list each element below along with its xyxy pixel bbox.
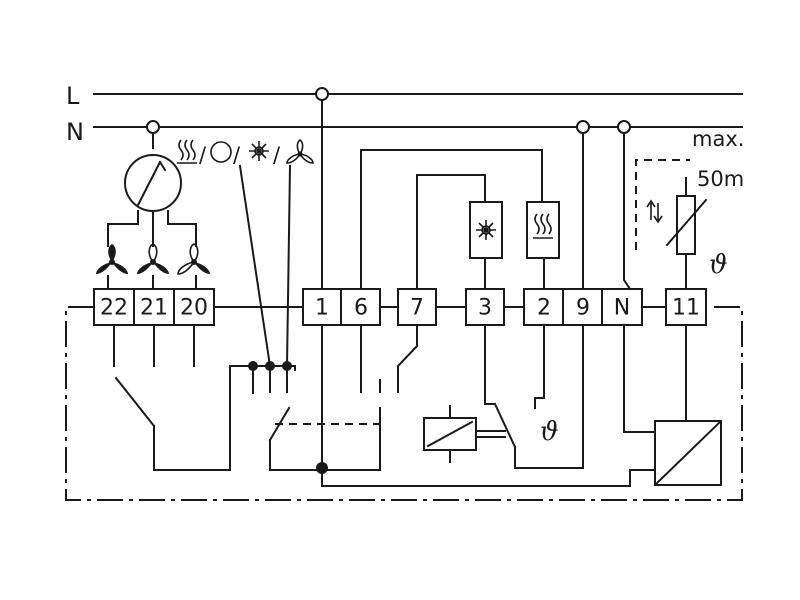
terminal-9-label: 9 [576, 296, 590, 321]
terminal-7[interactable]: 7 [397, 288, 437, 326]
cooling-output-device [469, 201, 503, 290]
off-icon [210, 141, 232, 163]
fan-motor [107, 126, 197, 247]
switch-contact-dot-3 [282, 361, 292, 371]
terminal-11[interactable]: 11 [665, 288, 707, 326]
heating-device-icon [533, 213, 553, 239]
thermostat-symbol: ϑ [540, 417, 559, 447]
neutral-line-label: N [66, 118, 84, 146]
terminal-3-label: 3 [478, 296, 492, 321]
terminal-22-label: 22 [100, 296, 128, 321]
cooling-icon [249, 141, 269, 161]
supply-lines: L N [66, 82, 743, 146]
electronic-module-icon [653, 419, 723, 487]
neutral-junction-node-9 [576, 120, 590, 134]
sensor-distance-label: 50m [697, 167, 744, 191]
external-sensor: max. 50m ϑ [635, 127, 744, 290]
heating-icon [177, 139, 197, 164]
terminal-6[interactable]: 6 [340, 288, 381, 326]
switch-contact-dot-1 [248, 361, 258, 371]
mode-selector-symbols: / / / [177, 139, 314, 167]
terminal-20[interactable]: 20 [173, 288, 215, 326]
terminal-11-label: 11 [672, 296, 700, 321]
mode-separator-3: / [273, 143, 281, 167]
terminal-2[interactable]: 2 [523, 288, 564, 326]
mode-separator-1: / [199, 143, 207, 167]
fan-icon [286, 139, 314, 164]
terminal-21-label: 21 [140, 296, 168, 321]
neutral-junction-node-n [617, 120, 631, 134]
fan-motor-icon [124, 154, 182, 212]
terminal-3[interactable]: 3 [465, 288, 505, 326]
terminal-N-label: N [614, 296, 630, 321]
cooling-device-icon [476, 220, 496, 240]
terminal-2-label: 2 [537, 296, 551, 321]
terminal-1[interactable]: 1 [302, 288, 342, 326]
sensor-symbol: ϑ [709, 250, 728, 280]
fan-speed-low-icon [177, 243, 210, 275]
fan-speed-medium-icon [137, 243, 169, 274]
heating-output-device [526, 201, 560, 290]
sensor-resistor-icon [676, 195, 696, 255]
terminal-7-label: 7 [410, 296, 424, 321]
relay-coil-icon [423, 405, 506, 463]
bidirectional-arrow-icon [646, 199, 663, 224]
terminal-20-label: 20 [180, 296, 208, 321]
terminal-9[interactable]: 9 [562, 288, 603, 326]
terminal-block: 22 21 20 1 6 7 3 2 9 N 11 [93, 288, 707, 326]
terminal-1-label: 1 [315, 296, 329, 321]
bus-junction-node [316, 462, 328, 474]
switch-contact-dot-2 [265, 361, 275, 371]
terminal-6-label: 6 [354, 296, 368, 321]
live-line-label: L [66, 82, 80, 110]
sensor-max-label: max. [692, 127, 744, 151]
neutral-fan-junction-node [146, 120, 160, 134]
terminal-N[interactable]: N [601, 288, 643, 326]
housing-outline [65, 306, 743, 501]
terminal-21[interactable]: 21 [133, 288, 175, 326]
mode-separator-2: / [233, 143, 241, 167]
live-junction-node [315, 87, 329, 101]
fan-speed-high-icon [96, 244, 128, 274]
terminal-22[interactable]: 22 [93, 288, 135, 326]
